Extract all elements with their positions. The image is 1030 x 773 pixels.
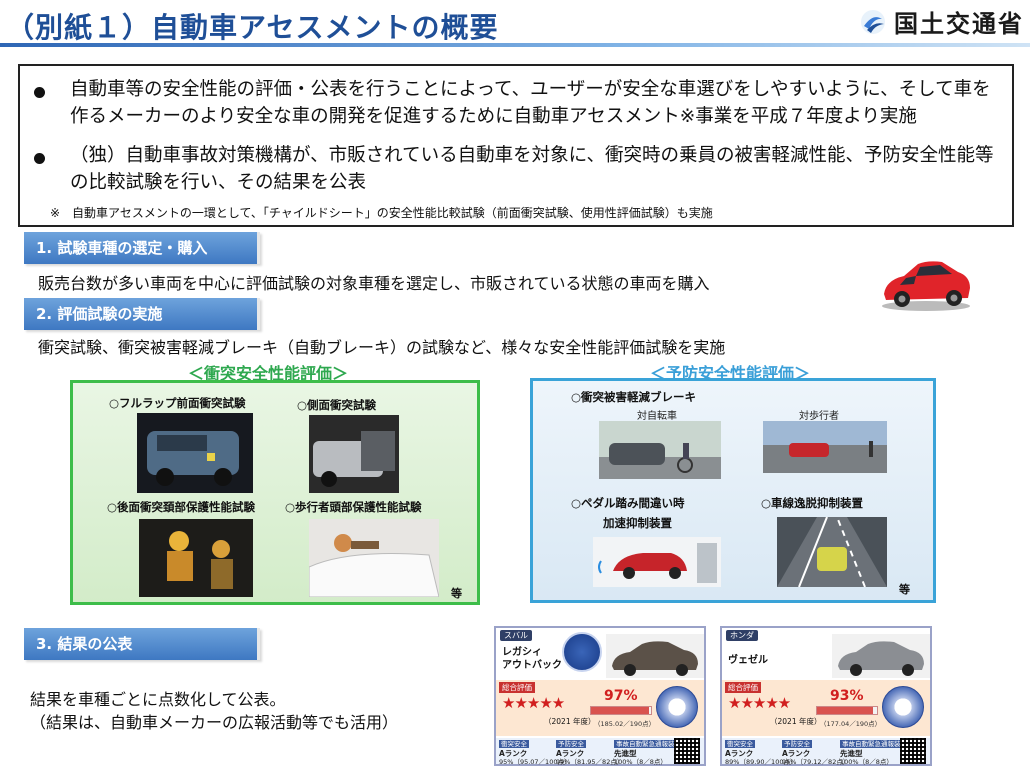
- photo-frontal-crash: [137, 413, 253, 493]
- photo-pedestrian-test: [309, 519, 439, 597]
- overall-score-bar: [816, 706, 878, 715]
- photo-aeb-bicycle: [599, 421, 721, 479]
- test-lane-departure: ○車線逸脱抑制装置: [761, 496, 864, 510]
- section-heading-selection: 1. 試験車種の選定・購入: [24, 232, 260, 264]
- rating-stars: ★★★★★: [502, 694, 565, 712]
- crash-etc-mark: 等: [451, 587, 462, 600]
- section-heading-testing: 2. 評価試験の実施: [24, 298, 260, 330]
- card-overall-area: 総合評価 ★★★★★ （2021 年度） 93% （177.04／190点）: [722, 680, 930, 736]
- aeb-bicycle-label: 対自転車: [637, 411, 677, 422]
- preventive-safety-panel: ○衝突被害軽減ブレーキ 対自転車 対歩行者 ○ペダル踏み間違い時 加速抑制装置 …: [530, 378, 936, 603]
- qr-code-icon[interactable]: [900, 738, 926, 764]
- section-text-testing: 衝突試験、衝突被害軽減ブレーキ（自動ブレーキ）の試験など、様々な安全性能評価試験…: [38, 338, 726, 357]
- overall-tag: 総合評価: [725, 682, 761, 693]
- page-title: （別紙１）自動車アセスメントの概要: [6, 11, 499, 44]
- photo-pedal-test: [593, 537, 721, 587]
- card-maker: ホンダ: [726, 630, 758, 641]
- section-text-publication: 結果を車種ごとに点数化して公表。 （結果は、自動車メーカーの広報活動等でも活用）: [30, 690, 399, 732]
- car-image: [606, 634, 704, 678]
- overall-points: （177.04／190点）: [820, 720, 882, 728]
- five-star-medal-icon: [656, 686, 698, 728]
- crash-safety-panel: ○フルラップ前面衝突試験 ○側面衝突試験 ○後面衝突頚部保護性能試験 ○歩行者頭…: [70, 380, 480, 605]
- summary-box: 自動車等の安全性能の評価・公表を行うことによって、ユーザーが安全な車選びをしやす…: [18, 64, 1014, 227]
- summary-bullet-2: （独）自動車事故対策機構が、市販されている自動車を対象に、衝突時の乗員の被害軽減…: [34, 142, 994, 196]
- overall-points: （185.02／190点）: [594, 720, 656, 728]
- photo-lane-departure: [777, 517, 887, 587]
- test-pedal-misapplication-cont: 加速抑制装置: [603, 516, 672, 530]
- test-pedestrian-head: ○歩行者頭部保護性能試験: [285, 500, 422, 514]
- header-rule: [0, 43, 1030, 47]
- section-text-selection: 販売台数が多い車両を中心に評価試験の対象車種を選定し、市販されている状態の車両を…: [38, 274, 710, 293]
- rating-year: （2021 年度）: [544, 717, 596, 726]
- rating-year: （2021 年度）: [770, 717, 822, 726]
- photo-aeb-pedestrian: [763, 421, 887, 473]
- summary-note: ※ 自動車アセスメントの一環として、「チャイルドシート」の安全性能比較試験（前面…: [50, 206, 713, 220]
- overall-tag: 総合評価: [499, 682, 535, 693]
- bullet-dot-icon: [34, 153, 45, 164]
- section-heading-publication: 3. 結果の公表: [24, 628, 260, 660]
- test-aeb: ○衝突被害軽減ブレーキ: [571, 390, 697, 404]
- card-model: レガシィ アウトバック: [502, 647, 562, 671]
- five-star-medal-icon: [882, 686, 924, 728]
- card-maker: スバル: [500, 630, 532, 641]
- qr-code-icon[interactable]: [674, 738, 700, 764]
- rating-stars: ★★★★★: [728, 694, 791, 712]
- award-badge-icon: [562, 632, 602, 672]
- red-car-icon: [882, 261, 970, 311]
- result-card-honda: ホンダ ヴェゼル 総合評価 ★★★★★ （2021 年度） 93% （177.0…: [720, 626, 932, 766]
- photo-side-crash: [309, 415, 399, 493]
- photo-rear-crash: [139, 519, 253, 597]
- overall-percent: 97%: [604, 688, 638, 704]
- result-card-subaru: スバル レガシィ アウトバック 総合評価 ★★★★★ （2021 年度） 97%…: [494, 626, 706, 766]
- overall-score-bar: [590, 706, 652, 715]
- aeb-pedestrian-label: 対歩行者: [799, 411, 839, 422]
- ministry-logo: 国土交通省: [860, 4, 1024, 39]
- preventive-etc-mark: 等: [899, 583, 910, 596]
- overall-percent: 93%: [830, 688, 864, 704]
- test-side-impact: ○側面衝突試験: [297, 398, 377, 412]
- card-overall-area: 総合評価 ★★★★★ （2021 年度） 97% （185.02／190点）: [496, 680, 704, 736]
- summary-bullet-1: 自動車等の安全性能の評価・公表を行うことによって、ユーザーが安全な車選びをしやす…: [34, 76, 994, 130]
- ministry-name: 国土交通省: [894, 10, 1024, 38]
- test-full-lap-frontal: ○フルラップ前面衝突試験: [109, 396, 246, 410]
- card-model: ヴェゼル: [728, 655, 768, 666]
- test-rear-neck: ○後面衝突頚部保護性能試験: [107, 500, 256, 514]
- mlit-emblem-icon: [861, 9, 885, 34]
- crash-safety-label: ＜衝突安全性能評価＞: [188, 364, 349, 383]
- car-image: [832, 634, 930, 678]
- test-pedal-misapplication: ○ペダル踏み間違い時: [571, 496, 685, 510]
- bullet-dot-icon: [34, 87, 45, 98]
